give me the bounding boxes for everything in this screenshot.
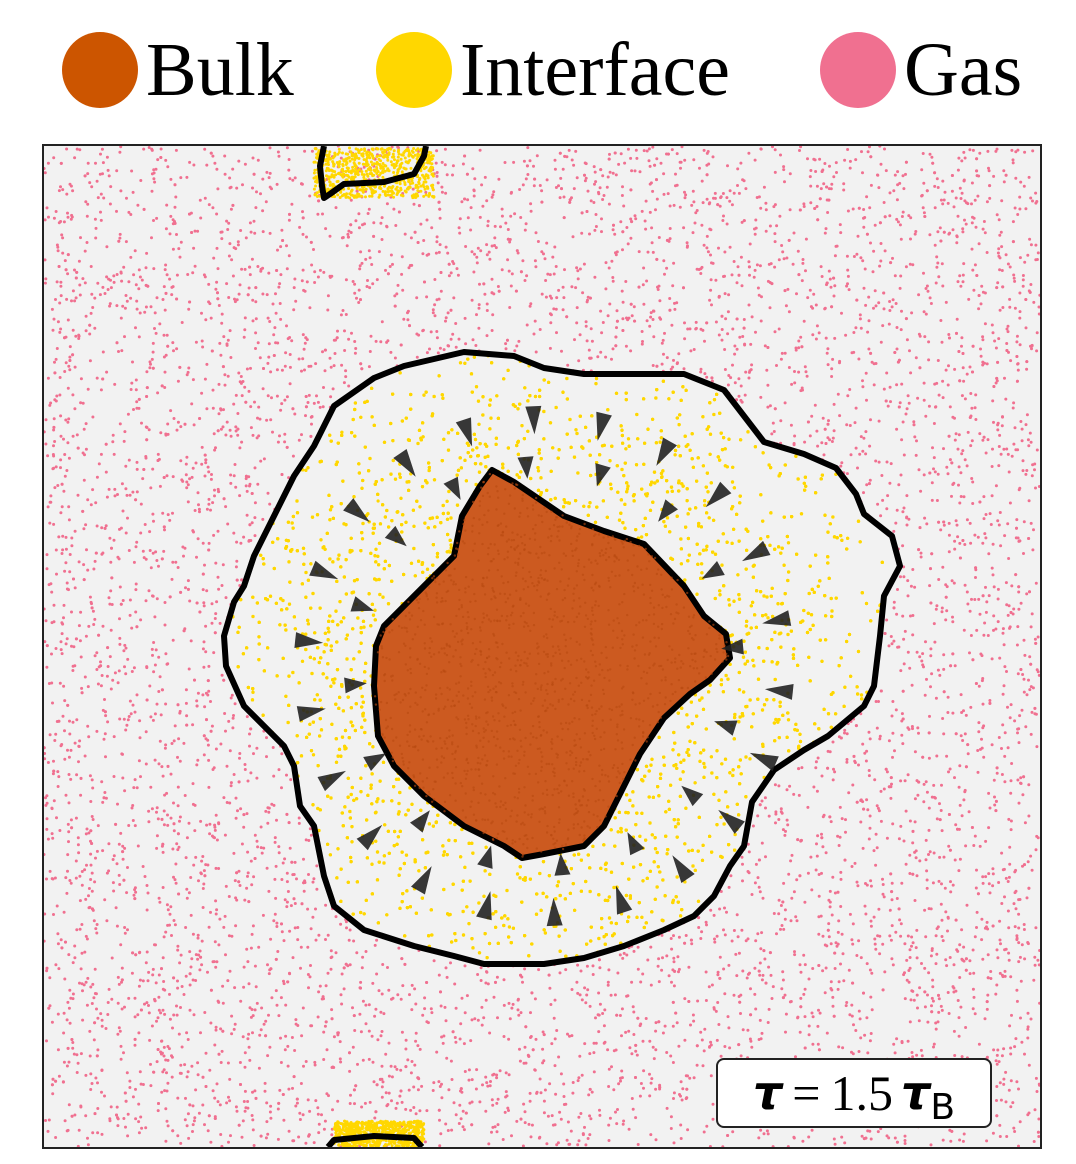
flux-arrow xyxy=(343,498,370,523)
flux-arrow xyxy=(742,540,771,562)
flux-arrow xyxy=(658,499,678,522)
flux-arrow xyxy=(350,596,374,612)
legend-label-gas: Gas xyxy=(904,28,1023,112)
legend: Bulk Interface Gas xyxy=(0,0,1076,130)
flux-arrow xyxy=(411,866,432,895)
flux-arrow xyxy=(294,632,324,648)
flux-arrow xyxy=(363,753,387,771)
flux-arrow xyxy=(749,752,779,772)
flux-arrow xyxy=(554,853,571,876)
flux-arrow xyxy=(344,677,367,694)
flux-arrow xyxy=(718,809,745,834)
flux-arrow xyxy=(721,638,744,655)
time-unit-subscript: B xyxy=(930,1086,956,1128)
legend-label-interface: Interface xyxy=(460,28,730,112)
flux-arrow xyxy=(317,770,346,792)
outer-interface-boundary xyxy=(221,349,903,967)
flux-arrow xyxy=(356,824,383,851)
legend-item-interface: Interface xyxy=(376,30,730,110)
bulk-color-swatch xyxy=(62,32,138,108)
flux-arrow xyxy=(681,785,704,807)
top-edge-boundary-fragment xyxy=(317,146,429,201)
flux-arrow xyxy=(596,411,612,441)
flux-arrow xyxy=(762,610,792,626)
flux-arrow xyxy=(672,855,695,883)
simulation-snapshot xyxy=(42,144,1042,1149)
interface-color-swatch xyxy=(376,32,452,108)
bulk-particles xyxy=(373,472,730,858)
inward-flux-arrows xyxy=(294,405,794,927)
legend-item-gas: Gas xyxy=(820,30,1022,110)
time-unit-symbol: τ xyxy=(901,1066,931,1120)
legend-item-bulk: Bulk xyxy=(62,30,294,110)
flux-arrow xyxy=(477,845,493,869)
flux-arrow xyxy=(393,449,416,477)
flux-arrow xyxy=(309,560,339,580)
time-symbol: τ xyxy=(752,1066,783,1120)
equals-sign: = xyxy=(792,1065,821,1121)
flux-arrow xyxy=(705,481,732,508)
gas-color-swatch xyxy=(820,32,896,108)
flux-arrow xyxy=(517,456,534,479)
time-label: τ = 1.5 τ B xyxy=(716,1058,992,1128)
flux-arrow xyxy=(764,684,794,700)
flux-arrow xyxy=(714,720,738,736)
flux-arrow xyxy=(296,706,326,722)
flux-arrow xyxy=(455,417,473,447)
flux-arrow xyxy=(443,476,461,500)
flux-arrow xyxy=(546,897,563,927)
flux-arrow xyxy=(384,525,407,547)
flux-arrow xyxy=(627,832,645,856)
legend-label-bulk: Bulk xyxy=(146,28,294,112)
flux-arrow xyxy=(525,405,542,435)
flux-arrow xyxy=(615,885,633,915)
bottom-edge-boundary-fragment xyxy=(325,1133,425,1147)
flux-arrow xyxy=(656,437,677,466)
flux-arrow xyxy=(595,463,611,487)
flux-arrow xyxy=(410,810,430,833)
time-value: 1.5 xyxy=(830,1065,894,1121)
simulation-canvas xyxy=(44,146,1040,1147)
flux-arrow xyxy=(476,891,492,921)
flux-arrow xyxy=(701,561,725,579)
